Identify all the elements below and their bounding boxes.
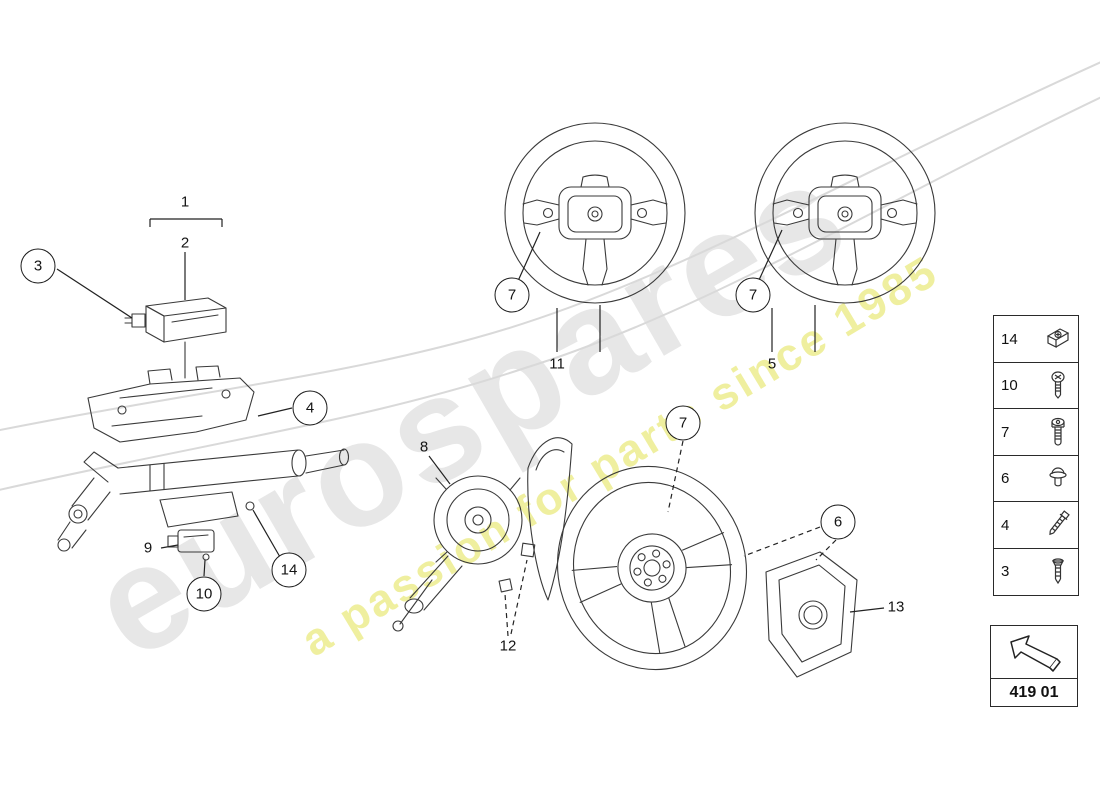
cap-nut-icon — [1049, 466, 1067, 486]
back-arrow-button[interactable] — [990, 625, 1078, 679]
callout-2[interactable]: 2 — [180, 234, 190, 252]
cover-art — [765, 551, 858, 678]
legend-part-number: 4 — [1001, 516, 1010, 534]
callout-7c[interactable]: 7 — [665, 405, 701, 441]
callout-6[interactable]: 6 — [820, 504, 856, 540]
fastener-legend: 14 10 7 — [993, 315, 1079, 596]
callout-3[interactable]: 3 — [20, 248, 56, 284]
clock-spring-art — [392, 437, 573, 632]
legend-item-6[interactable]: 6 — [993, 454, 1079, 503]
callout-1[interactable]: 1 — [180, 193, 190, 211]
hex-bolt-icon — [1049, 510, 1070, 536]
control-module-art — [124, 297, 227, 379]
legend-item-14[interactable]: 14 — [993, 315, 1079, 363]
callout-4[interactable]: 4 — [292, 390, 328, 426]
legend-item-4[interactable]: 4 — [993, 501, 1079, 549]
callout-8[interactable]: 8 — [419, 438, 429, 456]
legend-part-number: 6 — [1001, 470, 1010, 487]
back-arrow-icon — [1010, 635, 1061, 672]
legend-part-number: 10 — [1001, 377, 1018, 394]
legend-item-3[interactable]: 3 — [993, 547, 1079, 596]
legend-item-10[interactable]: 10 — [993, 361, 1079, 410]
callout-7b[interactable]: 7 — [735, 277, 771, 313]
steering-column-art — [57, 365, 350, 561]
wheel-frame-art — [556, 465, 748, 671]
legend-part-number: 3 — [1001, 563, 1010, 580]
legend-part-number: 14 — [1001, 330, 1018, 348]
clip-nut-icon — [1046, 328, 1070, 348]
trim-clip-art — [498, 542, 536, 593]
leader-lines — [56, 218, 885, 613]
callout-10[interactable]: 10 — [186, 576, 222, 612]
diagram-code: 419 01 — [990, 679, 1078, 707]
dashed-leader-lines — [504, 440, 837, 637]
steering-wheel-left-art — [504, 122, 686, 304]
callout-5[interactable]: 5 — [767, 355, 777, 373]
legend-item-7[interactable]: 7 — [993, 408, 1079, 456]
legend-part-number: 7 — [1001, 423, 1010, 441]
round-head-screw-icon — [1051, 370, 1065, 399]
callout-14[interactable]: 14 — [271, 552, 307, 588]
callout-7a[interactable]: 7 — [494, 277, 530, 313]
torx-bolt-icon — [1051, 417, 1065, 446]
callout-13[interactable]: 13 — [887, 598, 905, 616]
callout-12[interactable]: 12 — [499, 637, 517, 655]
callout-9[interactable]: 9 — [143, 539, 153, 557]
diagram-nav: 419 01 — [990, 625, 1078, 707]
tapping-screw-icon — [1052, 557, 1064, 584]
callout-11[interactable]: 11 — [549, 355, 565, 373]
steering-wheel-right-art — [754, 122, 936, 304]
background-swoosh — [0, 61, 1100, 491]
